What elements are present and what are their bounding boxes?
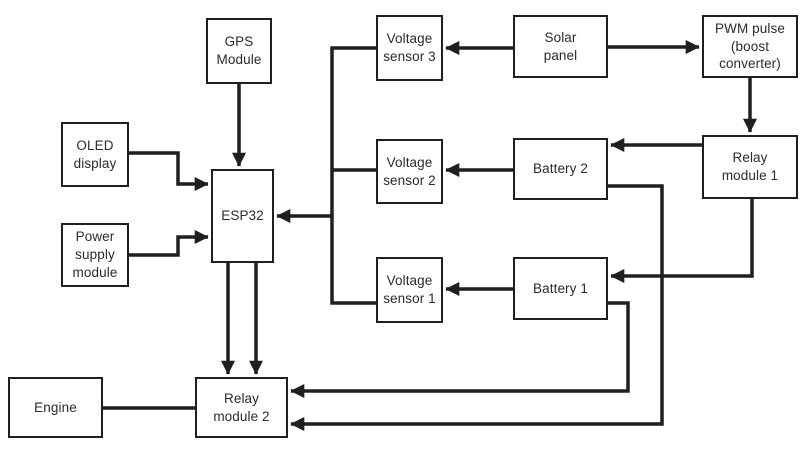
- battery-1-box: Battery 1: [513, 257, 608, 320]
- pwm-pulse-boost-converter-label: PWM pulse (boost converter): [715, 20, 785, 72]
- solar-panel-box: Solar panel: [513, 15, 608, 78]
- engine-box: Engine: [8, 377, 103, 438]
- voltage-sensor-3-box: Voltage sensor 3: [376, 15, 443, 81]
- relay-module-1-label: Relay module 1: [721, 150, 779, 183]
- voltage-sensor-1-label: Voltage sensor 1: [383, 273, 436, 306]
- edge-oled-to-esp32: [129, 151, 209, 191]
- gps-module-label: GPS Module: [216, 34, 262, 67]
- pwm-pulse-boost-converter-box: PWM pulse (boost converter): [702, 15, 798, 78]
- battery-1-label: Battery 1: [533, 280, 588, 296]
- engine-label: Engine: [34, 399, 77, 415]
- battery-2-label: Battery 2: [533, 161, 588, 177]
- edge-bat2-to-relay2: [290, 184, 664, 431]
- edge-relay1-to-bat1: [610, 199, 754, 283]
- voltage-sensor-2-label: Voltage sensor 2: [383, 154, 436, 188]
- esp32-box: ESP32: [211, 169, 274, 263]
- oled-display-box: OLED display: [61, 122, 129, 187]
- relay-module-2-box: Relay module 2: [195, 377, 288, 438]
- battery-2-box: Battery 2: [513, 138, 608, 200]
- esp32-label: ESP32: [221, 208, 264, 224]
- edge-bat1-to-relay2: [290, 301, 630, 398]
- oled-display-label: OLED display: [73, 137, 117, 171]
- solar-panel-label: Solar panel: [543, 29, 578, 63]
- gps-module-box: GPS Module: [206, 18, 272, 84]
- edge-power-to-esp32: [129, 230, 209, 257]
- power-supply-module-label: Power supply module: [72, 229, 118, 280]
- power-supply-module-box: Power supply module: [61, 223, 129, 287]
- voltage-sensor-2-box: Voltage sensor 2: [376, 139, 443, 204]
- relay-module-1-box: Relay module 1: [702, 135, 798, 199]
- voltage-sensor-3-label: Voltage sensor 3: [383, 31, 436, 64]
- relay-module-2-label: Relay module 2: [213, 390, 270, 424]
- edge-bus-trunk: [330, 46, 376, 305]
- voltage-sensor-1-box: Voltage sensor 1: [376, 257, 443, 323]
